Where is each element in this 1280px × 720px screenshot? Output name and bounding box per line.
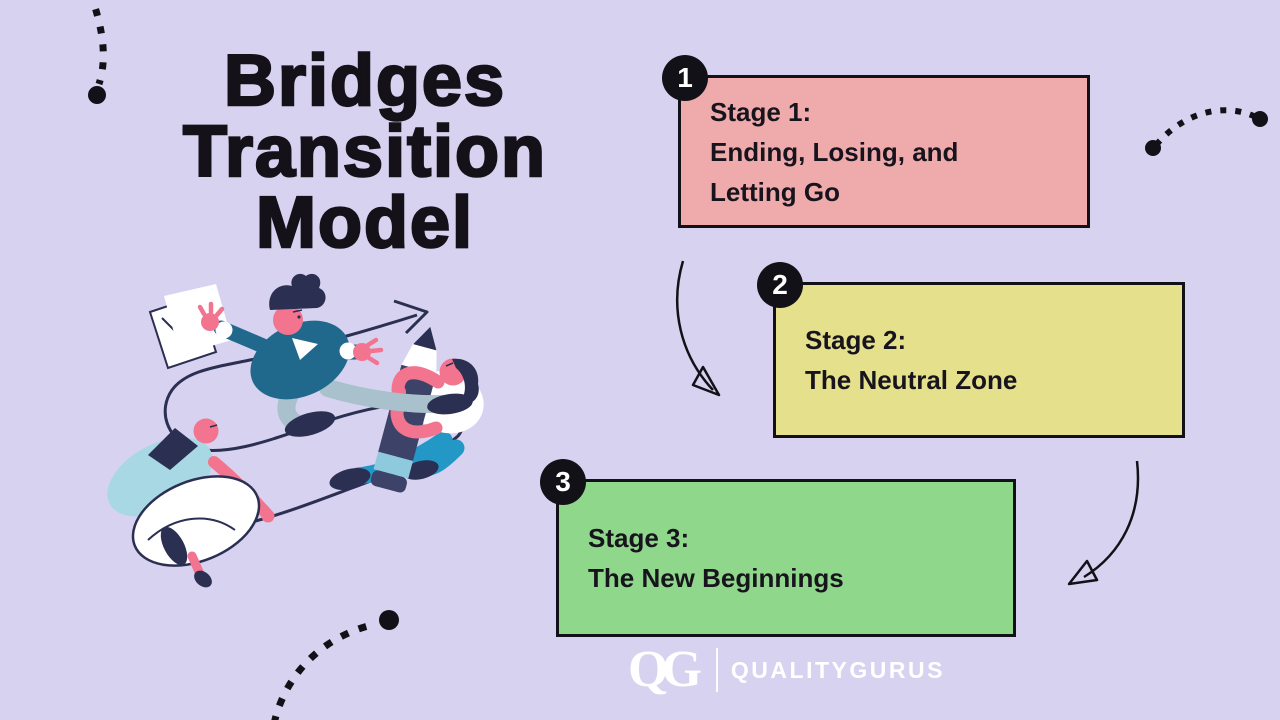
brand-name: QUALITYGURUS xyxy=(730,656,945,683)
bending-figure xyxy=(107,418,275,588)
title-line-3: Model xyxy=(255,183,474,263)
stage-1-line-1: Ending, Losing, and xyxy=(710,136,959,167)
stage-3-heading: Stage 3: xyxy=(588,523,690,553)
title-line-1: Bridges xyxy=(223,41,507,121)
qg-monogram-icon: QG xyxy=(628,641,702,698)
runner-figure xyxy=(197,273,473,437)
curved-arrow-stage2-to-stage3-icon xyxy=(1067,460,1140,586)
stage-3-card: 3 Stage 3: The New Beginnings xyxy=(540,459,1016,637)
dotted-arc-top-right-icon xyxy=(1145,107,1268,156)
page-title: Bridges Transition Model xyxy=(95,41,635,263)
title-line-2: Transition xyxy=(182,112,548,192)
stage-1-number-badge: 1 xyxy=(662,55,708,101)
pencil-holder-figure xyxy=(329,326,484,493)
curved-arrow-stage1-to-stage2-icon xyxy=(676,260,721,397)
stage-2-card: 2 Stage 2: The Neutral Zone xyxy=(757,262,1185,438)
stage-1-heading: Stage 1: xyxy=(710,96,812,127)
pencil-icon xyxy=(370,326,437,493)
stage-2-heading: Stage 2: xyxy=(805,325,907,355)
logo-divider xyxy=(715,648,718,692)
papers-icon xyxy=(148,284,232,370)
stage-1-card: 1 Stage 1: Ending, Losing, and Letting G… xyxy=(662,55,1090,228)
stage-3-line-1: The New Beginnings xyxy=(588,563,844,593)
stage-1-line-2: Letting Go xyxy=(710,176,840,207)
loop-arrow-icon xyxy=(163,299,465,524)
brand-logo: QG QUALITYGURUS xyxy=(628,644,945,696)
stage-2-line-1: The Neutral Zone xyxy=(805,365,1018,395)
stage-3-number-badge: 3 xyxy=(540,459,586,505)
stage-2-number-badge: 2 xyxy=(757,262,803,308)
dotted-arc-bottom-left-icon xyxy=(271,610,399,720)
transition-illustration xyxy=(107,273,484,588)
